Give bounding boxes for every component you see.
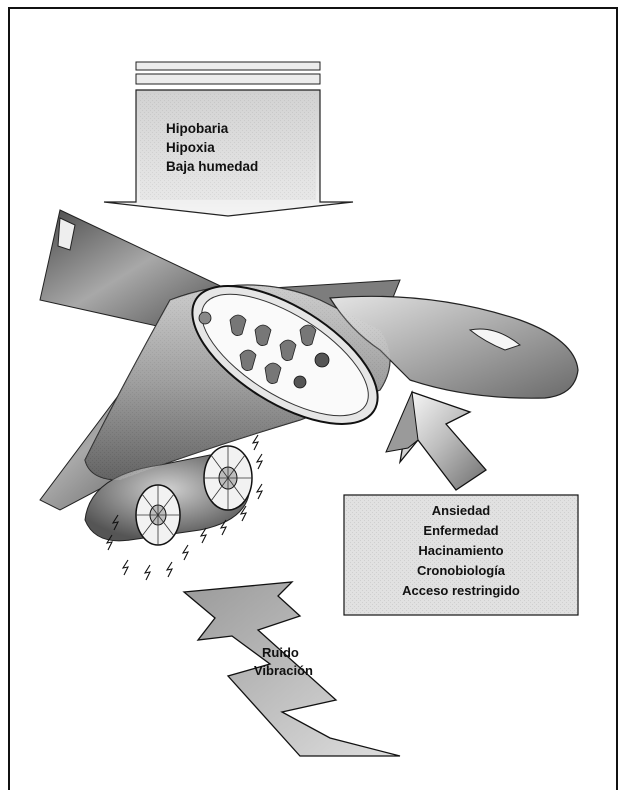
up-arrow-icon <box>386 392 486 490</box>
factor-label-2: Enfermedad <box>344 523 578 538</box>
factor-label-3: Hacinamiento <box>344 543 578 558</box>
factor-label-5: Acceso restringido <box>344 583 578 598</box>
environment-label-1: Hipobaria <box>166 121 228 136</box>
factor-label-1: Ansiedad <box>344 503 578 518</box>
noise-label-2: Vibración <box>254 663 313 678</box>
environment-label-2: Hipoxia <box>166 140 215 155</box>
down-arrow-icon <box>104 62 353 216</box>
environment-label-3: Baja humedad <box>166 159 258 174</box>
factor-label-4: Cronobiología <box>344 563 578 578</box>
noise-label-1: Ruido <box>262 645 299 660</box>
